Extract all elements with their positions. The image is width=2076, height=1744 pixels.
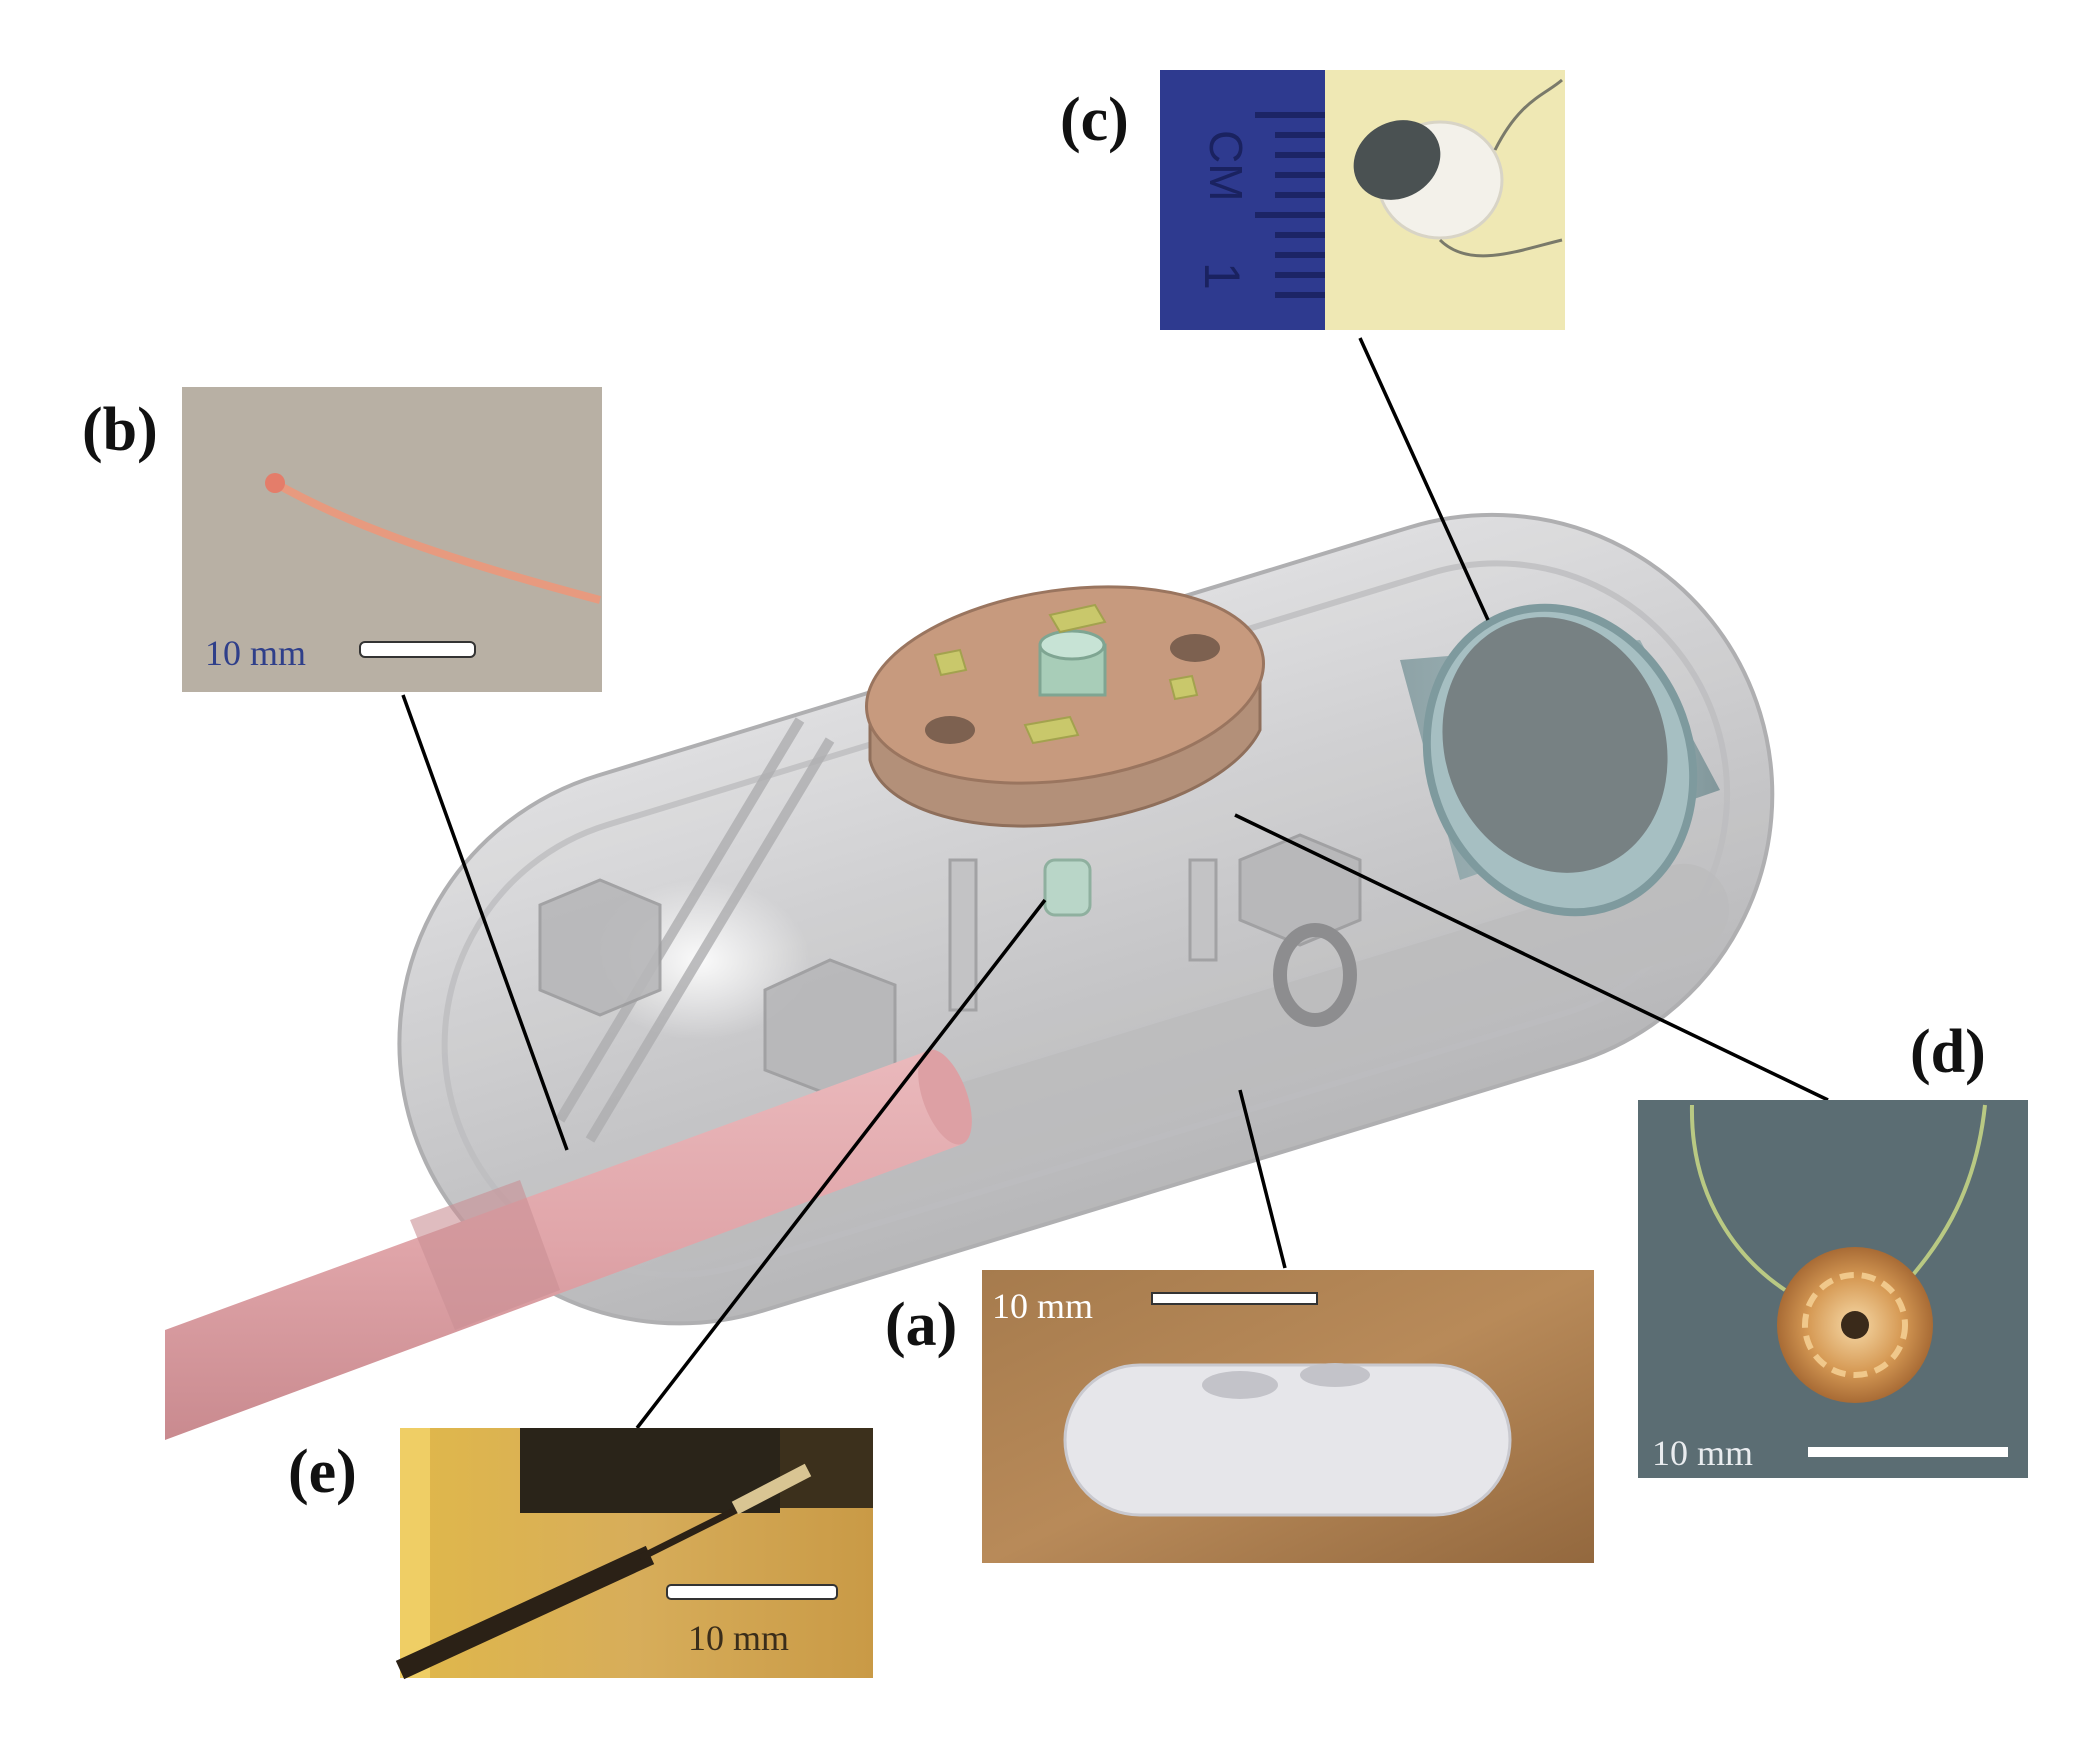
disk-stem	[1043, 858, 1092, 917]
panel-d-scale-label: 10 mm	[1652, 1433, 1753, 1473]
coil-wire-left	[1689, 1104, 1787, 1292]
ruler-ticks	[1255, 112, 1325, 298]
connector-a	[1238, 1089, 1287, 1269]
sensor-wire	[1493, 78, 1563, 151]
panel-c-label: (c)	[1060, 86, 1129, 154]
panel-b-scale-bar	[359, 641, 476, 658]
ruler-unit-label: CM	[1200, 130, 1252, 202]
fibre-tip	[265, 473, 285, 493]
pink-tube	[165, 1049, 972, 1440]
panel-b-label: (b)	[82, 396, 158, 464]
support-posts	[948, 858, 1218, 1012]
panel-d-scale-bar	[1808, 1447, 2008, 1457]
panel-d: (d) 10 mm	[1638, 1018, 2028, 1478]
catheter-body	[395, 1545, 655, 1680]
connector-lines	[401, 337, 1829, 1430]
catheter-tip	[731, 1463, 812, 1515]
electronics-disk	[865, 585, 1265, 828]
connector-c	[1358, 337, 1490, 621]
panel-e-scale-label: 10 mm	[688, 1618, 789, 1658]
teal-cylinder	[1400, 603, 1720, 917]
panel-a-scale-bar	[1151, 1292, 1318, 1305]
sensor-disc	[1353, 120, 1441, 200]
panel-a: (a) 10 mm	[885, 1270, 1594, 1563]
panel-a-scale-label: 10 mm	[992, 1286, 1093, 1326]
fibre-probe	[273, 479, 602, 604]
panel-d-label: (d)	[1910, 1018, 1986, 1086]
panel-e-label: (e)	[288, 1438, 357, 1506]
panel-c: (c) CM 1	[1060, 70, 1565, 330]
internal-blocks	[538, 833, 1362, 1097]
green-pads	[933, 603, 1199, 745]
ruler-number: 1	[1194, 262, 1250, 290]
connector-d	[1234, 813, 1829, 1102]
capsule-illustration	[165, 512, 1775, 1440]
panel-b-scale-label: 10 mm	[205, 633, 306, 673]
panel-b: (b) 10 mm	[82, 387, 602, 692]
panel-e: (e) 10 mm	[288, 1428, 873, 1680]
panel-a-label: (a)	[885, 1291, 957, 1359]
panel-e-dark-block	[520, 1428, 780, 1513]
panel-e-scale-bar	[666, 1584, 838, 1600]
connector-b	[401, 694, 569, 1151]
printed-capsule	[1063, 1363, 1512, 1517]
internal-fibres	[555, 717, 835, 1143]
internal-ring	[1273, 923, 1357, 1027]
connector-e	[635, 898, 1047, 1430]
